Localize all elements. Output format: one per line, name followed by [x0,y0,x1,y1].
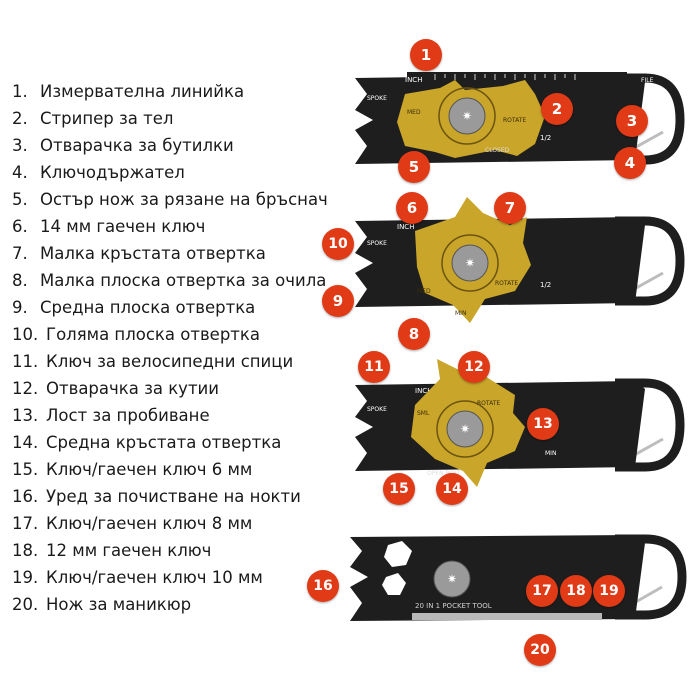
callout-12: 12 [458,351,490,383]
svg-text:✷: ✷ [460,422,470,436]
med-label: MED [417,288,431,295]
callout-3: 3 [616,105,648,137]
callout-19: 19 [593,575,625,607]
rotate-label: ROTATE [495,280,518,287]
list-item: 9.Средна плоска отвертка [12,298,256,317]
callout-9: 9 [322,285,354,317]
callout-15: 15 [383,473,415,505]
sml-label: SML [417,410,430,417]
callout-5: 5 [398,151,430,183]
callout-4: 4 [614,147,646,179]
list-item: 8.Малка плоска отвертка за очила [12,271,327,290]
callout-8: 8 [398,318,430,350]
callout-2: 2 [541,93,573,125]
tool-image-rotated: INCH SPOKE 1/2 ✷ MED ROTATE MIN [355,197,685,323]
list-item: 1.Измервателна линийка [12,82,245,101]
min-label: MIN [455,310,466,317]
rotate-label: ROTATE [503,117,526,124]
spoke-label: SPOKE [367,95,387,102]
list-item: 5.Остър нож за рязане на бръснач [12,190,328,209]
callout-18: 18 [560,575,592,607]
callout-16: 16 [307,570,339,602]
callout-17: 17 [526,575,558,607]
min-label: MIN [545,450,556,457]
list-item: 14.Средна кръстата отвертка [12,433,282,452]
brand-label: 20 IN 1 POCKET TOOL [415,602,492,610]
callout-7: 7 [494,192,526,224]
svg-text:✷: ✷ [462,109,472,123]
list-item: 12.Отварачка за кутии [12,379,220,398]
callout-6: 6 [396,192,428,224]
list-item: 18.12 мм гаечен ключ [12,541,212,560]
list-item: 6.14 мм гаечен ключ [12,217,206,236]
list-item: 15.Ключ/гаечен ключ 6 мм [12,460,253,479]
callout-14: 14 [436,473,468,505]
open-bolt-label: OPEN BOLT [427,470,461,477]
tool-image-open: INCH SPOKE MIN ✷ SML ROTATE OPEN BOLT [355,359,685,487]
spoke-label: SPOKE [367,240,387,247]
callout-20: 20 [524,634,556,666]
svg-text:✷: ✷ [447,572,457,586]
list-item: 16.Уред за почистване на нокти [12,487,301,506]
list-item: 4.Ключодържател [12,163,185,182]
feature-list: 1.Измервателна линийка 2.Стрипер за тел … [12,78,328,618]
half-label: 1/2 [540,134,551,142]
file-label: FILE [641,77,654,84]
callout-10: 10 [322,228,354,260]
half-label: 1/2 [540,281,551,289]
list-item: 7.Малка кръстата отвертка [12,244,266,263]
list-item: 2.Стрипер за тел [12,109,174,128]
list-item: 17.Ключ/гаечен ключ 8 мм [12,514,253,533]
list-item: 11.Ключ за велосипедни спици [12,352,294,371]
callout-13: 13 [527,408,559,440]
list-item: 13.Лост за пробиване [12,406,210,425]
callout-1: 1 [410,39,442,71]
list-item: 20.Нож за маникюр [12,595,192,614]
callout-11: 11 [358,351,390,383]
inch-label: INCH [397,223,414,231]
list-item: 3.Отварачка за бутилки [12,136,234,155]
tool-image-back: ✷ 20 IN 1 POCKET TOOL [350,534,687,621]
rotate-label: ROTATE [477,400,500,407]
list-item: 10.Голяма плоска отвертка [12,325,261,344]
inch-label: INCH [415,387,432,395]
closed-label: CLOSED [485,147,510,154]
list-item: 19.Ключ/гаечен ключ 10 мм [12,568,263,587]
tool-image-closed: INCH FILE SPOKE 1/2 ✷ MED ROTATE CLOSED [355,72,685,165]
svg-text:✷: ✷ [465,256,475,270]
med-label: MED [407,109,421,116]
inch-label: INCH [405,76,422,84]
spoke-label: SPOKE [367,406,387,413]
